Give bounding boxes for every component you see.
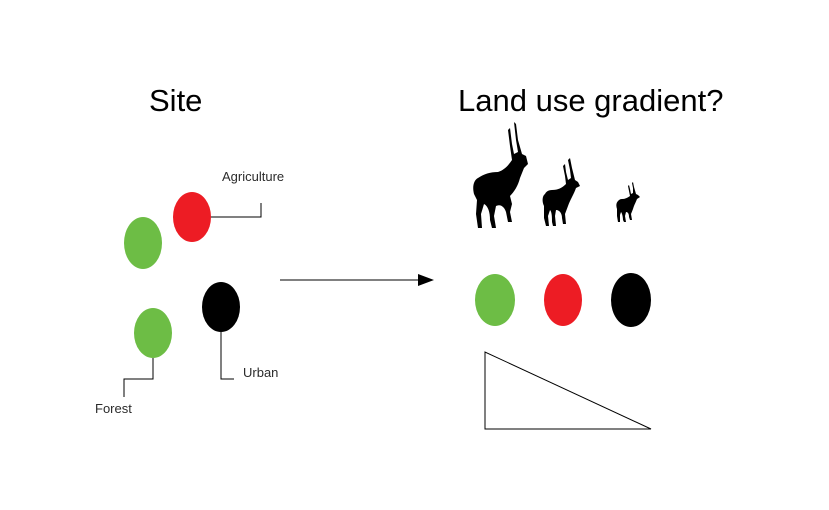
urban-gradient-dot: [611, 273, 651, 327]
arrow-head: [418, 274, 434, 286]
forest-site-dot-lower: [134, 308, 172, 358]
agriculture-gradient-dot: [544, 274, 582, 326]
deer-silhouette-icon-large: [473, 122, 528, 228]
urban-callout-line: [220, 332, 234, 380]
forest-callout-line: [123, 358, 154, 397]
forest-site-dot-upper: [124, 217, 162, 269]
forest-gradient-dot: [475, 274, 515, 326]
deer-silhouette-icon-small: [616, 182, 640, 222]
gradient-title: Land use gradient?: [458, 83, 724, 118]
site-title: Site: [149, 83, 203, 118]
agriculture-label: Agriculture: [222, 169, 285, 184]
forest-label: Forest: [95, 401, 132, 416]
urban-site-dot: [202, 282, 240, 332]
agriculture-callout-line: [211, 203, 262, 218]
agriculture-site-dot: [173, 192, 211, 242]
urban-label: Urban: [243, 365, 279, 380]
deer-silhouette-icon-medium: [542, 158, 580, 226]
gradient-triangle: [484, 351, 652, 430]
